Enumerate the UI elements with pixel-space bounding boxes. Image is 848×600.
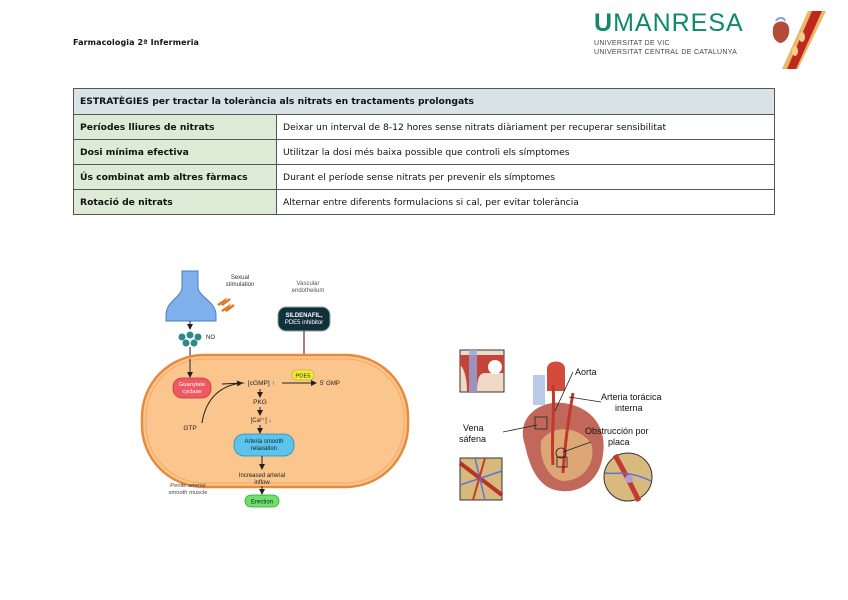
gtp-label: GTP [183, 425, 196, 432]
gmp-label: 5' GMP [320, 381, 340, 387]
table-row: Ús combinat amb altres fàrmacs Durant el… [73, 164, 775, 190]
row-description: Deixar un interval de 8-12 hores sense n… [276, 114, 775, 140]
pde5-box [291, 369, 315, 381]
strategies-table: ESTRATÈGIES per tractar la tolerància al… [73, 88, 775, 215]
vein-graft-inset-icon [458, 457, 504, 501]
guanylate-cyclase-box [172, 377, 212, 399]
pkg-label: PKG [253, 399, 267, 406]
plaque-inset-icon [603, 452, 653, 503]
aorta-label: Aorta [575, 367, 597, 377]
table-row: Dosi mínima efectiva Utilitzar la dosi m… [73, 139, 775, 165]
row-description: Utilitzar la dosi més baixa possible que… [276, 139, 775, 165]
table-title-row: ESTRATÈGIES per tractar la tolerància al… [73, 88, 775, 115]
university-logo: UMANRESA UNIVERSITAT DE VIC UNIVERSITAT … [594, 11, 744, 57]
artery-heart-illustration-icon [768, 11, 832, 69]
table-row: Períodes lliures de nitrats Deixar un in… [73, 114, 775, 140]
logo-line-1: UNIVERSITAT DE VIC [594, 40, 670, 47]
logo-line-2: UNIVERSITAT CENTRAL DE CATALUNYA [594, 49, 738, 56]
logo-brand: UMANRESA [594, 9, 744, 37]
smooth-muscle-cell [140, 353, 410, 489]
sildenafil-label: SILDENAFIL,PDE5 inhibitor [285, 313, 323, 326]
no-molecules-icon [178, 331, 202, 347]
row-label: Ús combinat amb altres fàrmacs [73, 164, 277, 190]
cgmp-label: [cGMP] ↑ [248, 380, 275, 387]
aorta-inset-icon [459, 349, 505, 393]
heart-icon [522, 361, 604, 492]
relaxation-box [233, 433, 295, 457]
row-description: Alternar entre diferents formulacions si… [276, 189, 775, 215]
row-description: Durant el període sense nitrats per prev… [276, 164, 775, 190]
row-label: Rotació de nitrats [73, 189, 277, 215]
calcium-label: [Ca²⁺] ↓ [251, 417, 272, 424]
sildenafil-box [277, 306, 331, 332]
row-label: Dosi mínima efectiva [73, 139, 277, 165]
no-label: NO [206, 335, 215, 341]
table-row: Rotació de nitrats Alternar entre difere… [73, 189, 775, 215]
nerve-terminal-icon [165, 270, 217, 322]
erection-label: Erection [251, 500, 273, 506]
erection-box [244, 494, 280, 508]
stimulation-icon [217, 297, 235, 313]
course-title: Farmacologia 2ª Infermeria [73, 38, 200, 47]
pde5-label: PDE5 [295, 374, 310, 380]
row-label: Períodes lliures de nitrats [73, 114, 277, 140]
table-title: ESTRATÈGIES per tractar la tolerància al… [73, 88, 775, 115]
